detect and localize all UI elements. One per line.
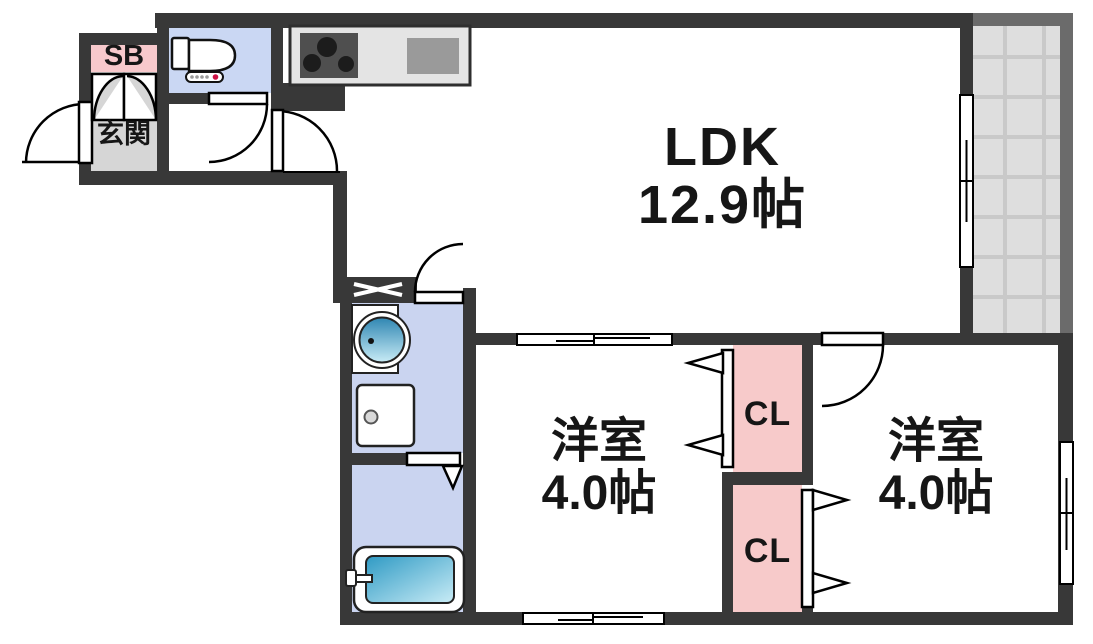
room-name-bedroom-center: 洋室 xyxy=(550,415,647,468)
bedroom-center-sliding-door-icon xyxy=(516,333,673,346)
bathtub-icon xyxy=(345,545,466,614)
bathtub-faucet-spout xyxy=(355,574,373,583)
pipe-space-icon xyxy=(350,280,406,299)
room-size-ldk: 12.9帖 xyxy=(637,175,808,236)
balcony-outer-wall-right xyxy=(1060,13,1073,345)
closet-upper-floor xyxy=(733,345,802,472)
room-name-bedroom-right: 洋室 xyxy=(887,415,984,468)
room-floors xyxy=(91,28,802,613)
toilet-icon xyxy=(170,36,237,83)
washroom-door-swing-icon xyxy=(413,242,465,305)
kitchen-counter xyxy=(288,24,472,87)
room-size-bedroom-right: 4.0帖 xyxy=(878,466,994,520)
balcony-floor xyxy=(973,26,1060,333)
hall-door-swing-icon xyxy=(270,108,340,173)
washbasin-icon xyxy=(351,304,411,374)
shoe-box-floor xyxy=(91,45,157,72)
washing-machine-icon xyxy=(355,383,416,448)
bathroom-folding-door-icon xyxy=(405,451,464,492)
closet-upper-folding-door-icon xyxy=(683,348,735,469)
room-name-ldk: LDK xyxy=(664,117,781,177)
entrance-label: 玄関 xyxy=(97,119,151,149)
closet-lower-folding-door-icon xyxy=(800,488,852,609)
bathtub-faucet-icon xyxy=(345,569,357,587)
sink-icon xyxy=(407,38,459,74)
balcony-tile-grid xyxy=(973,26,1060,333)
closet-lower-label: CL xyxy=(743,532,792,570)
bedroom-right-door-swing-icon xyxy=(820,331,885,408)
entrance-door-swing-icon xyxy=(22,100,94,165)
toilet-door-swing-icon xyxy=(207,91,269,164)
closet-lower-floor xyxy=(733,485,802,612)
bedroom-center-window-icon xyxy=(522,612,665,625)
balcony-outer-wall-top xyxy=(973,13,1073,26)
room-label-ldk: LDK 12.9帖 xyxy=(555,118,890,235)
balcony-sliding-door-icon xyxy=(959,94,974,268)
shoe-box-label: SB xyxy=(103,40,145,72)
stove-icon xyxy=(300,33,358,78)
room-size-bedroom-center: 4.0帖 xyxy=(541,466,657,520)
closet-upper-label: CL xyxy=(743,395,792,433)
bedroom-right-window-icon xyxy=(1059,441,1074,585)
balcony xyxy=(973,13,1073,345)
entrance-closet-icon xyxy=(90,72,158,122)
room-label-bedroom-center: 洋室 4.0帖 xyxy=(475,416,723,520)
room-label-bedroom-right: 洋室 4.0帖 xyxy=(812,416,1060,520)
